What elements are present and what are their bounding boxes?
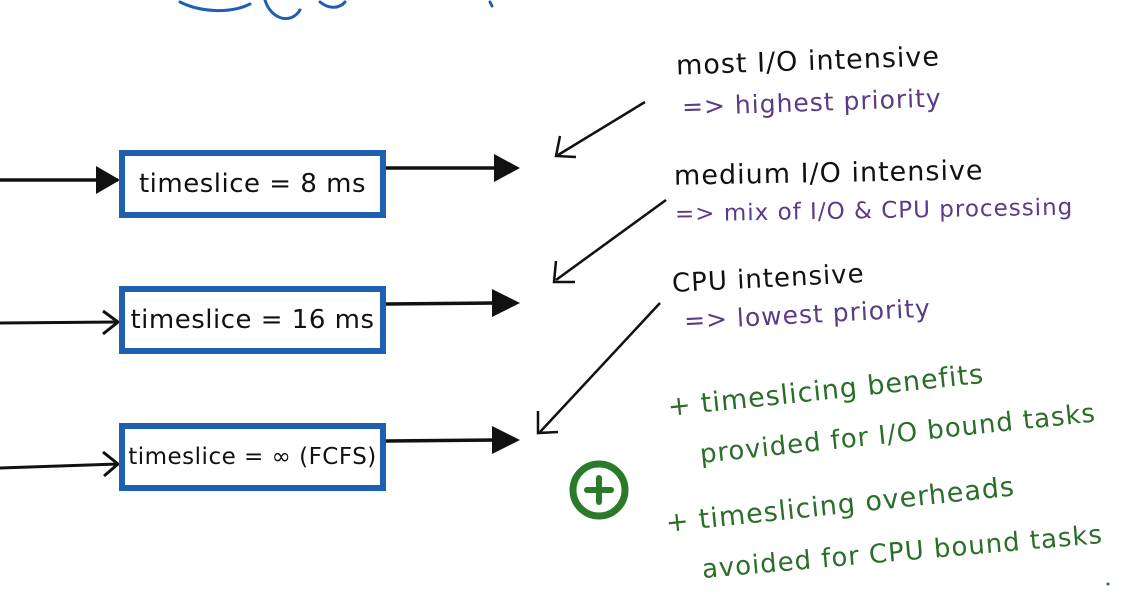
annotation-1-pointer — [557, 100, 646, 157]
queue-1-label: timeslice = 8 ms — [138, 169, 367, 199]
annotation-2-title: medium I/O intensive — [673, 155, 984, 192]
queue-2-input-arrow — [0, 320, 119, 325]
queue-box-3: timeslice = ∞ (FCFS) — [119, 423, 386, 491]
queue-3-label: timeslice = ∞ (FCFS) — [128, 444, 377, 470]
queue-2-label: timeslice = 16 ms — [130, 305, 375, 335]
header-ink-fragment — [178, 0, 494, 21]
queue-3-input-arrow — [0, 462, 119, 470]
queue-3-output-arrow — [385, 438, 497, 443]
queue-box-1: timeslice = 8 ms — [119, 150, 386, 218]
queue-box-2: timeslice = 16 ms — [119, 286, 386, 354]
annotation-2-pointer — [555, 198, 667, 282]
queue-2-output-arrow — [385, 301, 497, 306]
ink-dot — [1106, 582, 1110, 586]
plus-circle-icon — [569, 460, 629, 520]
annotation-3-pointer — [539, 302, 661, 433]
